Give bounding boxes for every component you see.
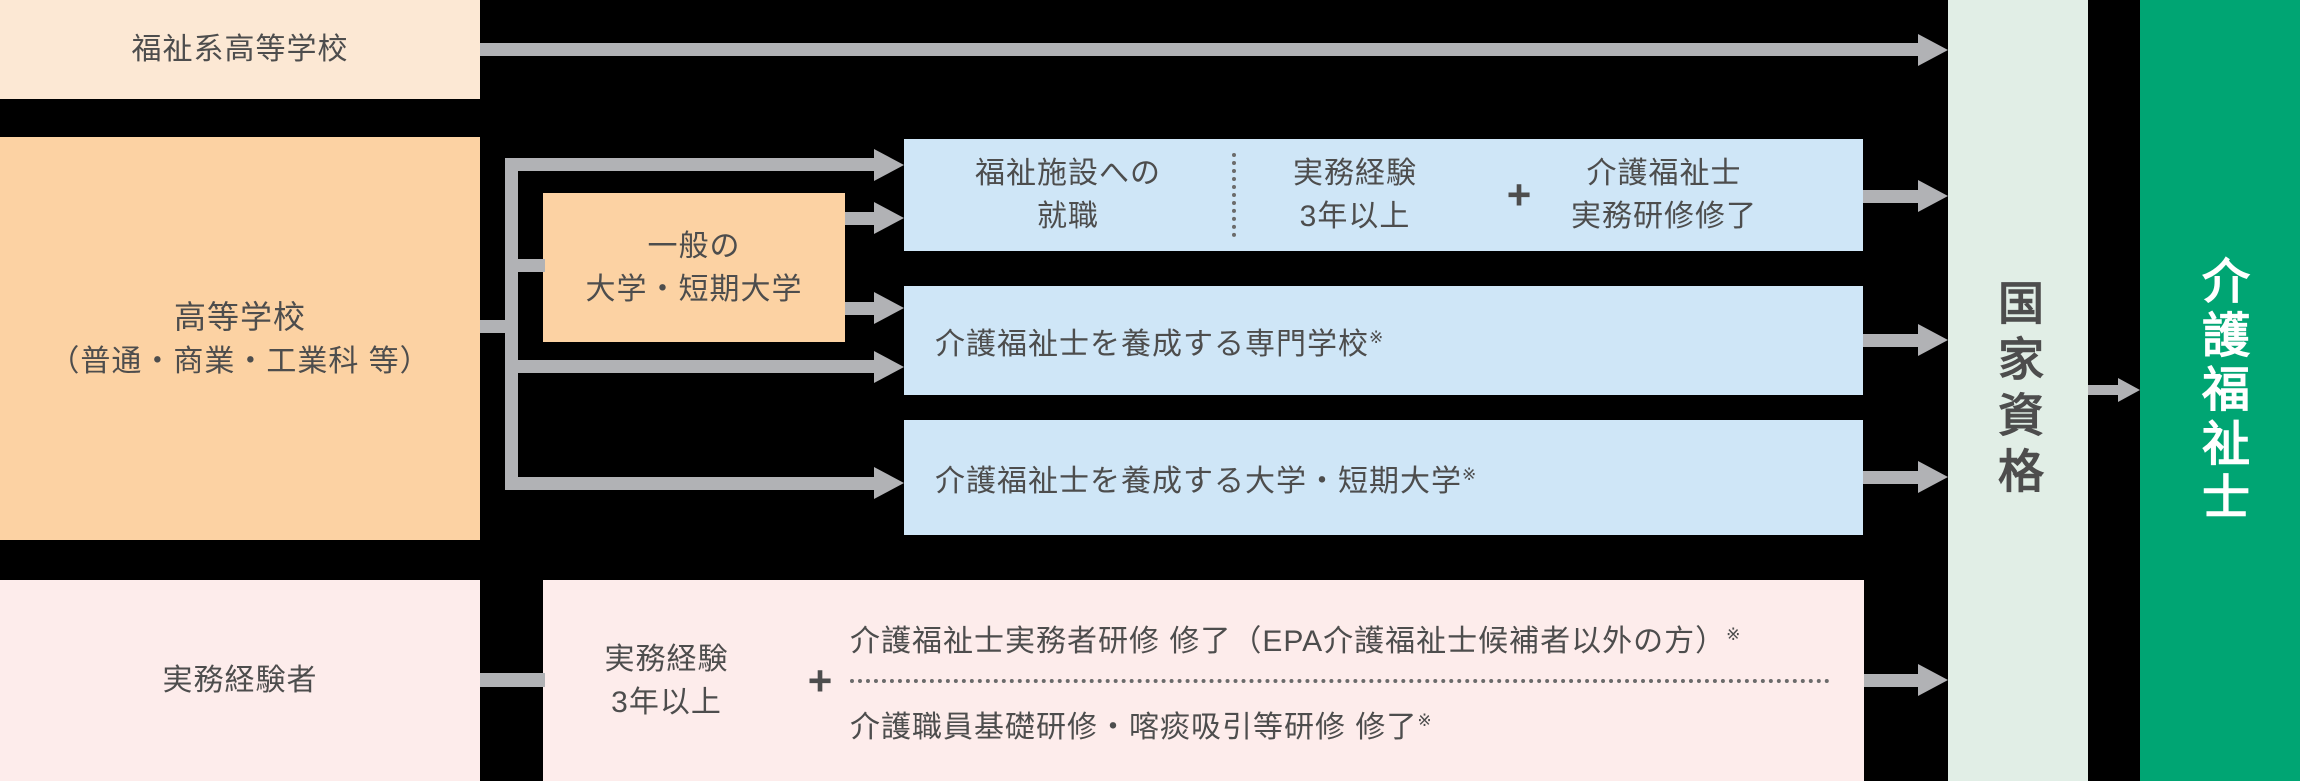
arrow-hs-to-employment-shaft <box>505 158 874 171</box>
arrow-hs-to-vocational-shaft <box>505 360 874 373</box>
arrow-experience-to-exam-shaft <box>1864 674 1918 687</box>
general-university-label-line2: 大学・短期大学 <box>585 272 803 306</box>
experience-route-exp-line2: 3年以上 <box>611 685 722 719</box>
vocational-school-box: 介護福祉士を養成する専門学校※ <box>904 286 1863 395</box>
arrow-welfare-hs-to-exam-shaft <box>480 43 1918 56</box>
experience-label-line1: 実務経験 <box>1293 157 1417 190</box>
national-qualification-bar: 国家資格 <box>1948 0 2088 781</box>
arrow-genuniv-to-vocational-shaft <box>845 302 874 315</box>
vocational-school-text: 介護福祉士を養成する専門学校 <box>935 327 1369 361</box>
experience-route-exp-line1: 実務経験 <box>604 642 729 676</box>
training-university-label: 介護福祉士を養成する大学・短期大学※ <box>935 453 1476 503</box>
connector-hs-to-general-university <box>505 259 545 272</box>
dotted-horizontal-separator <box>850 678 1830 683</box>
employment-label-line1: 福祉施設への <box>975 157 1161 190</box>
experience-route-option1-note: ※ <box>1726 624 1741 644</box>
arrow-university-to-exam-head <box>1918 461 1948 493</box>
training-university-note-mark: ※ <box>1462 464 1477 484</box>
plus-sign: + <box>807 656 833 704</box>
training-label-line2: 実務研修修了 <box>1571 200 1757 233</box>
general-university-label-line1: 一般の <box>647 229 741 263</box>
high-school-box: 高等学校 （普通・商業・工業科 等） <box>0 137 480 540</box>
plus-sign: + <box>1506 171 1532 218</box>
training-university-box: 介護福祉士を養成する大学・短期大学※ <box>904 420 1863 535</box>
arrow-welfare-hs-to-exam-head <box>1918 34 1948 66</box>
welfare-high-school-box: 福祉系高等学校 <box>0 0 480 99</box>
training-label-line1: 介護福祉士 <box>1586 157 1742 190</box>
arrow-university-to-exam-shaft <box>1863 471 1918 484</box>
vocational-school-note-mark: ※ <box>1369 327 1384 347</box>
training-university-text: 介護福祉士を養成する大学・短期大学 <box>935 464 1462 498</box>
arrow-exam-to-result-shaft <box>2088 385 2118 395</box>
high-school-label-line1: 高等学校 <box>173 299 306 335</box>
connector-worker-to-experience-route <box>480 673 545 687</box>
arrow-hs-to-university-shaft <box>505 477 874 490</box>
arrow-hs-to-employment-head <box>874 149 904 181</box>
arrow-vocational-to-exam-head <box>1918 324 1948 356</box>
certified-care-worker-label: 介護福祉士 <box>2194 255 2247 526</box>
experienced-worker-label: 実務経験者 <box>162 664 318 697</box>
arrow-genuniv-to-employment-shaft <box>845 212 874 225</box>
experience-route-option2-text: 介護職員基礎研修・喀痰吸引等研修 修了 <box>850 710 1418 744</box>
high-school-label-line2: （普通・商業・工業科 等） <box>49 345 431 378</box>
vocational-school-label: 介護福祉士を養成する専門学校※ <box>935 316 1383 366</box>
arrow-employment-to-exam-head <box>1918 180 1948 212</box>
experience-route-option2-note: ※ <box>1417 710 1432 730</box>
experienced-worker-box: 実務経験者 <box>0 580 480 781</box>
experience-label-line2: 3年以上 <box>1299 200 1411 233</box>
experience-route-option1: 介護福祉士実務者研修 修了（EPA介護福祉士候補者以外の方）※ <box>850 613 1830 663</box>
arrow-vocational-to-exam-shaft <box>1863 334 1918 347</box>
arrow-hs-to-university-head <box>874 467 904 499</box>
experience-route-option2: 介護職員基礎研修・喀痰吸引等研修 修了※ <box>850 699 1830 749</box>
arrow-hs-to-vocational-head <box>874 351 904 383</box>
arrow-genuniv-to-employment-head <box>874 202 904 234</box>
experience-route-option1-text: 介護福祉士実務者研修 修了（EPA介護福祉士候補者以外の方） <box>850 624 1727 658</box>
experience-route-box: 実務経験 3年以上 + 介護福祉士実務者研修 修了（EPA介護福祉士候補者以外の… <box>543 580 1864 781</box>
dotted-vertical-separator <box>1232 153 1236 237</box>
arrow-employment-to-exam-shaft <box>1863 190 1918 203</box>
connector-high-school-trunk <box>505 158 518 490</box>
arrow-genuniv-to-vocational-head <box>874 292 904 324</box>
welfare-high-school-label: 福祉系高等学校 <box>131 33 349 66</box>
national-qualification-label: 国家資格 <box>1992 278 2044 503</box>
certified-care-worker-bar: 介護福祉士 <box>2140 0 2300 781</box>
general-university-box: 一般の 大学・短期大学 <box>543 193 845 342</box>
employment-route-box: 福祉施設への 就職 実務経験 3年以上 + 介護福祉士 実務研修修了 <box>904 139 1863 251</box>
arrow-experience-to-exam-head <box>1918 664 1948 696</box>
arrow-exam-to-result-head <box>2118 378 2140 402</box>
employment-label-line2: 就職 <box>1037 200 1099 233</box>
